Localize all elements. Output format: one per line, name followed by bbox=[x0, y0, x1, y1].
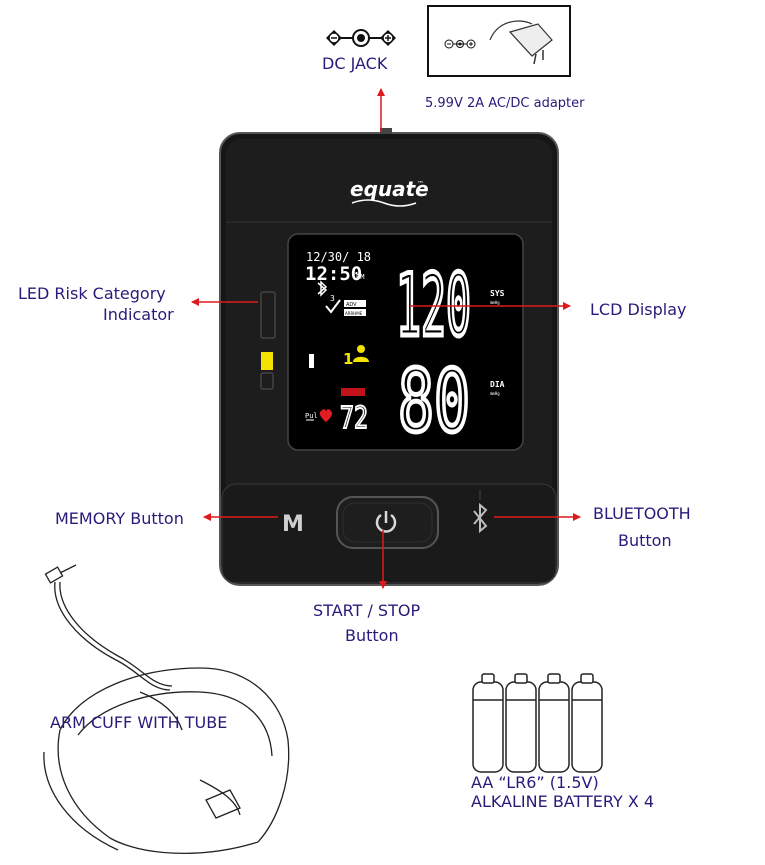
bluetooth-label-line2: Button bbox=[618, 531, 672, 550]
callout-arrows bbox=[191, 88, 581, 589]
start-stop-button[interactable] bbox=[336, 496, 439, 549]
user-number: 1 bbox=[343, 350, 353, 368]
power-icon bbox=[375, 511, 397, 533]
lcd-date: 12/30/ 18 bbox=[306, 250, 371, 264]
brand-swoosh-icon bbox=[351, 199, 417, 207]
dc-polarity-icon bbox=[326, 29, 396, 47]
lcd-time: 12:50 bbox=[305, 263, 362, 285]
pulse-label: Pul bbox=[305, 412, 318, 420]
irregular-heartbeat-indicator bbox=[341, 388, 365, 396]
adapter-label: 5.99V 2A AC/DC adapter bbox=[425, 96, 585, 111]
battery-label-line1: AA “LR6” (1.5V) bbox=[471, 773, 599, 792]
sys-label: SYS bbox=[490, 289, 505, 298]
dc-jack-label: DC JACK bbox=[322, 54, 388, 73]
arm-cuff-illustration bbox=[43, 564, 290, 854]
arrhme-badge bbox=[344, 309, 366, 316]
start-stop-label-line1: START / STOP bbox=[313, 601, 421, 620]
user-icon bbox=[353, 345, 369, 362]
dia-label: DIA bbox=[490, 380, 505, 389]
adv-label: ADV bbox=[346, 302, 357, 308]
memory-button[interactable]: M bbox=[282, 512, 304, 537]
brand-logo: equate bbox=[350, 177, 429, 201]
led-risk-label-line2: Indicator bbox=[103, 305, 174, 324]
sys-unit: mmHg bbox=[490, 300, 500, 305]
dia-unit: mmHg bbox=[490, 391, 500, 396]
lcd-history-digit: 3 bbox=[330, 294, 335, 303]
lcd-bluetooth-icon bbox=[317, 280, 328, 297]
lcd-check-icon bbox=[325, 299, 341, 314]
brand-trademark: ™ bbox=[417, 180, 424, 188]
bluetooth-button[interactable] bbox=[473, 490, 488, 534]
bluetooth-label-line1: BLUETOOTH bbox=[593, 504, 691, 523]
arrhme-label: ARRHME bbox=[345, 311, 363, 316]
adapter-illustration bbox=[427, 5, 571, 77]
led-risk-indicator bbox=[260, 291, 276, 390]
heart-icon bbox=[319, 409, 333, 422]
aa-batteries-illustration bbox=[472, 673, 603, 773]
bluetooth-icon bbox=[473, 502, 488, 534]
lcd-bar-indicator bbox=[309, 354, 314, 368]
lcd-display-label: LCD Display bbox=[590, 300, 687, 319]
start-stop-label-line2: Button bbox=[345, 626, 399, 645]
adv-badge bbox=[344, 300, 366, 307]
arm-cuff-label: ARM CUFF WITH TUBE bbox=[50, 713, 228, 732]
pulse-reading: 72 bbox=[340, 401, 368, 436]
battery-label-line2: ALKALINE BATTERY X 4 bbox=[471, 792, 655, 811]
led-risk-label-line1: LED Risk Category bbox=[18, 284, 166, 303]
diastolic-reading: 80 bbox=[398, 352, 470, 452]
memory-button-label: MEMORY Button bbox=[55, 509, 184, 528]
lcd-time-suffix: PM bbox=[356, 273, 364, 281]
